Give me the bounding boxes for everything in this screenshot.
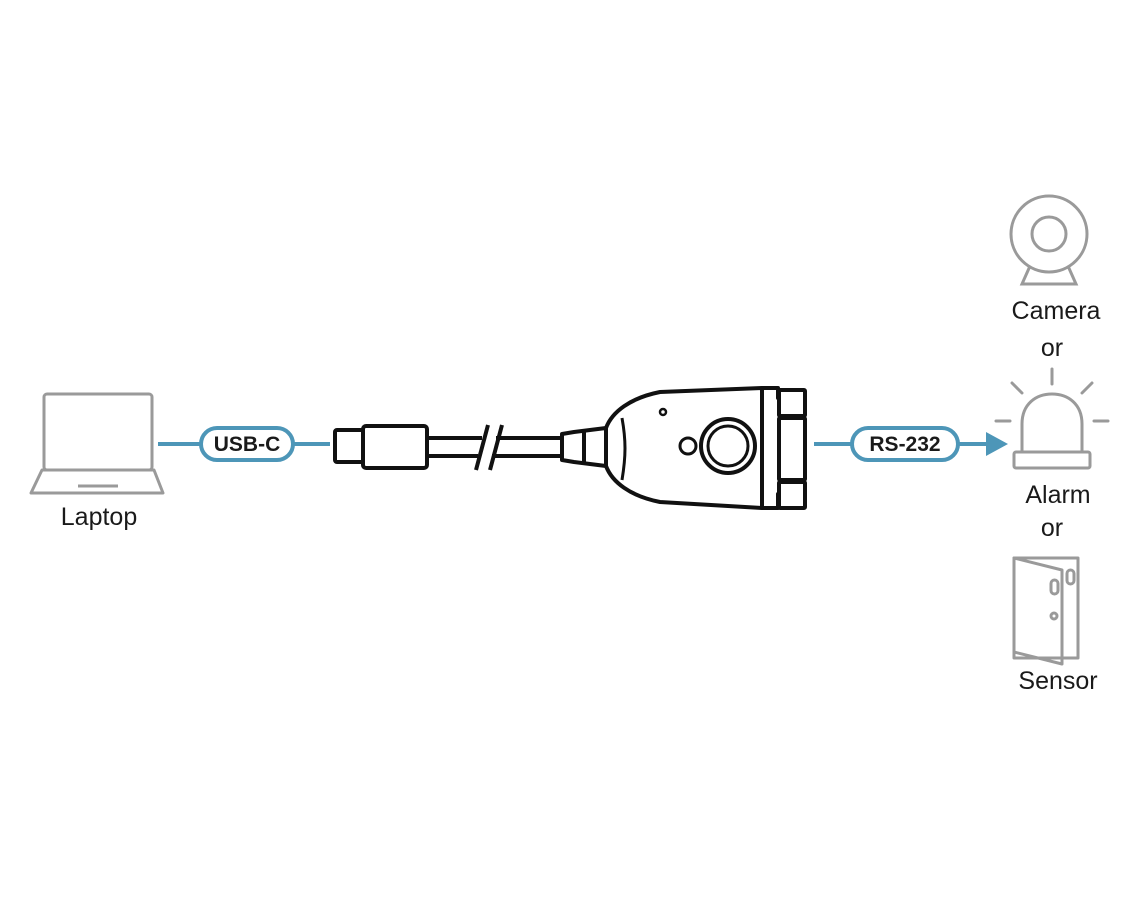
led-indicator [678, 436, 698, 456]
rs232-label: RS-232 [869, 433, 940, 456]
alarm-label: Alarm [1025, 481, 1090, 509]
rs232-pill [850, 426, 960, 462]
laptop-icon [29, 392, 165, 495]
usb-c-link: USB-C [158, 426, 330, 462]
camera-icon [1009, 194, 1089, 286]
or-separator-2: or [1041, 514, 1063, 542]
laptop-label: Laptop [61, 503, 137, 531]
sensor-label: Sensor [1018, 667, 1097, 695]
door-sensor-icon [1012, 556, 1080, 666]
camera-label: Camera [1012, 297, 1101, 325]
arrow-right-icon [986, 432, 1008, 456]
rs232-link: RS-232 [814, 426, 1008, 462]
rs232-adapter [560, 386, 807, 510]
or-separator-1: or [1041, 334, 1063, 362]
usb-c-connector [333, 424, 429, 470]
cable [427, 424, 562, 471]
usb-c-pill [199, 426, 295, 462]
usb-c-label: USB-C [214, 433, 281, 456]
alarm-icon [994, 367, 1110, 470]
